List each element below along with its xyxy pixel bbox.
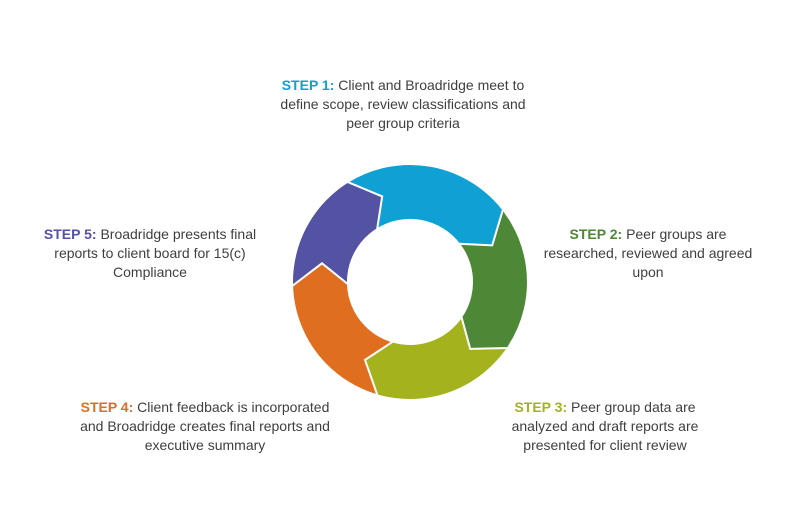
step-2-label: STEP 2: [569, 226, 623, 242]
step-3-label: STEP 3: [514, 399, 568, 415]
step-5-label: STEP 5: [43, 226, 97, 242]
step-1-description: STEP 1: Client and Broadridge meet to de… [268, 76, 538, 133]
step-1-arrow-segment [345, 163, 505, 247]
step-3-description: STEP 3: Peer group data are analyzed and… [500, 398, 710, 455]
step-3-text: Peer group data are analyzed and draft r… [511, 399, 699, 453]
step-4-description: STEP 4: Client feedback is incorporated … [80, 398, 330, 455]
step-4-text: Client feedback is incorporated and Broa… [80, 399, 330, 453]
step-5-description: STEP 5: Broadridge presents final report… [40, 225, 260, 282]
step-4-label: STEP 4: [80, 399, 134, 415]
step-5-text: Broadridge presents final reports to cli… [54, 226, 257, 280]
step-3-arrow-segment [363, 302, 522, 401]
step-1-label: STEP 1: [281, 77, 335, 93]
step-1-text: Client and Broadridge meet to define sco… [280, 77, 526, 131]
step-2-arrow-segment [447, 189, 529, 350]
step-2-description: STEP 2: Peer groups are researched, revi… [543, 225, 753, 282]
step-2-text: Peer groups are researched, reviewed and… [543, 226, 753, 280]
